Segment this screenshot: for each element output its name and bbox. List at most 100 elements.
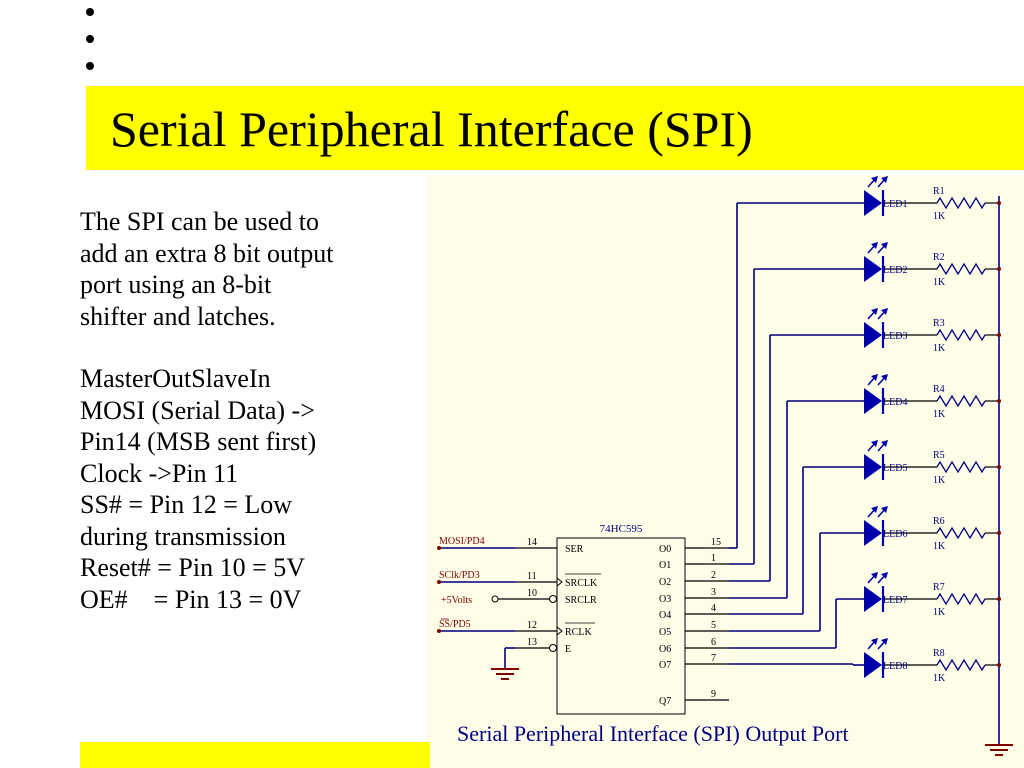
led-arrowhead [871,176,878,183]
junction-dot [997,333,1001,337]
led-diode [864,256,882,282]
resistor-name: R2 [933,252,945,263]
led-arrowhead [881,440,888,447]
input-pin-label: E [565,644,571,655]
led-diode [864,388,882,414]
input-pin-label: RCLK [565,627,592,638]
led-arrowhead [881,176,888,183]
ground-symbol [491,668,519,670]
resistor-name: R5 [933,450,945,461]
led-arrowhead [881,638,888,645]
led-diode [864,454,882,480]
ground-symbol [985,744,1013,746]
output-pin-number: 1 [711,553,716,564]
junction-dot [997,663,1001,667]
resistor-value: 1K [933,343,946,354]
text-line: during transmission [80,521,286,551]
led-arrowhead [871,638,878,645]
schematic-svg: 74HC59514SER11SRCLK10SRCLR12RCLK13EMOSI/… [437,176,1013,756]
text-line: Clock ->Pin 11 [80,458,239,488]
junction-dot [997,201,1001,205]
led-diode [864,652,882,678]
led-diode [864,322,882,348]
resistor-value: 1K [933,409,946,420]
slide-title: Serial Peripheral Interface (SPI) [110,101,753,157]
led-arrowhead [871,506,878,513]
output-pin-label: O6 [659,644,671,655]
output-pin-number: 9 [711,689,716,700]
resistor [936,328,986,342]
led-label: LED2 [883,265,907,276]
led-arrowhead [881,572,888,579]
signal-label: SClk/PD3 [439,570,480,581]
resistor-name: R8 [933,648,945,659]
output-pin-label: Q7 [659,696,671,707]
resistor [936,394,986,408]
ground-symbol [990,749,1008,751]
resistor [936,196,986,210]
input-pin-number: 11 [527,571,537,582]
ground-symbol [501,678,509,680]
led-arrowhead [871,308,878,315]
led-label: LED7 [883,595,907,606]
resistor [936,460,986,474]
resistor-name: R1 [933,186,945,197]
output-pin-number: 4 [711,603,716,614]
text-line: MOSI (Serial Data) -> [80,395,315,425]
led-label: LED3 [883,331,907,342]
junction-dot [997,597,1001,601]
text-line: port using an 8-bit [80,270,272,299]
led-arrowhead [871,374,878,381]
led-label: LED5 [883,463,907,474]
led-arrowhead [881,374,888,381]
resistor [936,658,986,672]
chip-name: 74HC595 [600,523,643,535]
text-line: OE# = Pin 13 = 0V [80,584,302,614]
resistor-name: R7 [933,582,945,593]
junction-dot [997,465,1001,469]
inversion-bubble [549,644,557,652]
text-line: SS# = Pin 12 = Low [80,490,293,519]
output-pin-number: 7 [711,653,716,664]
resistor-value: 1K [933,475,946,486]
input-pin-number: 12 [527,620,537,631]
led-label: LED4 [883,397,907,408]
junction-dot [997,267,1001,271]
text-line: add an extra 8 bit output [80,238,334,268]
output-pin-label: O1 [659,560,671,571]
resistor-value: 1K [933,277,946,288]
signal-label: SS/PD5 [439,619,471,630]
supply-label: +5Volts [441,595,472,606]
ground-symbol [995,754,1003,756]
ground-symbol [496,673,514,675]
output-pin-number: 2 [711,570,716,581]
resistor-value: 1K [933,673,946,684]
led-label: LED6 [883,529,907,540]
input-pin-label: SRCLR [565,595,597,606]
led-diode [864,520,882,546]
junction-dot [997,531,1001,535]
led-label: LED1 [883,199,907,210]
schematic-caption: Serial Peripheral Interface (SPI) Output… [457,721,849,746]
text-line: Pin14 (MSB sent first) [80,427,317,456]
clock-marker [556,577,563,587]
resistor-name: R4 [933,384,945,395]
led-diode [864,586,882,612]
bullet-list [86,8,106,89]
resistor [936,526,986,540]
resistor-value: 1K [933,211,946,222]
resistor [936,262,986,276]
component-layer [437,176,1013,756]
output-pin-label: O7 [659,660,671,671]
input-pin-number: 10 [527,588,537,599]
resistor [936,592,986,606]
signal-port-dot [437,546,441,550]
text-line: Reset# = Pin 10 = 5V [80,553,306,582]
output-pin-label: O5 [659,627,671,638]
bullet-marker [86,62,94,70]
chip-body [556,537,686,715]
led-diode [864,190,882,216]
output-pin-number: 5 [711,620,716,631]
signal-port-dot [437,580,441,584]
